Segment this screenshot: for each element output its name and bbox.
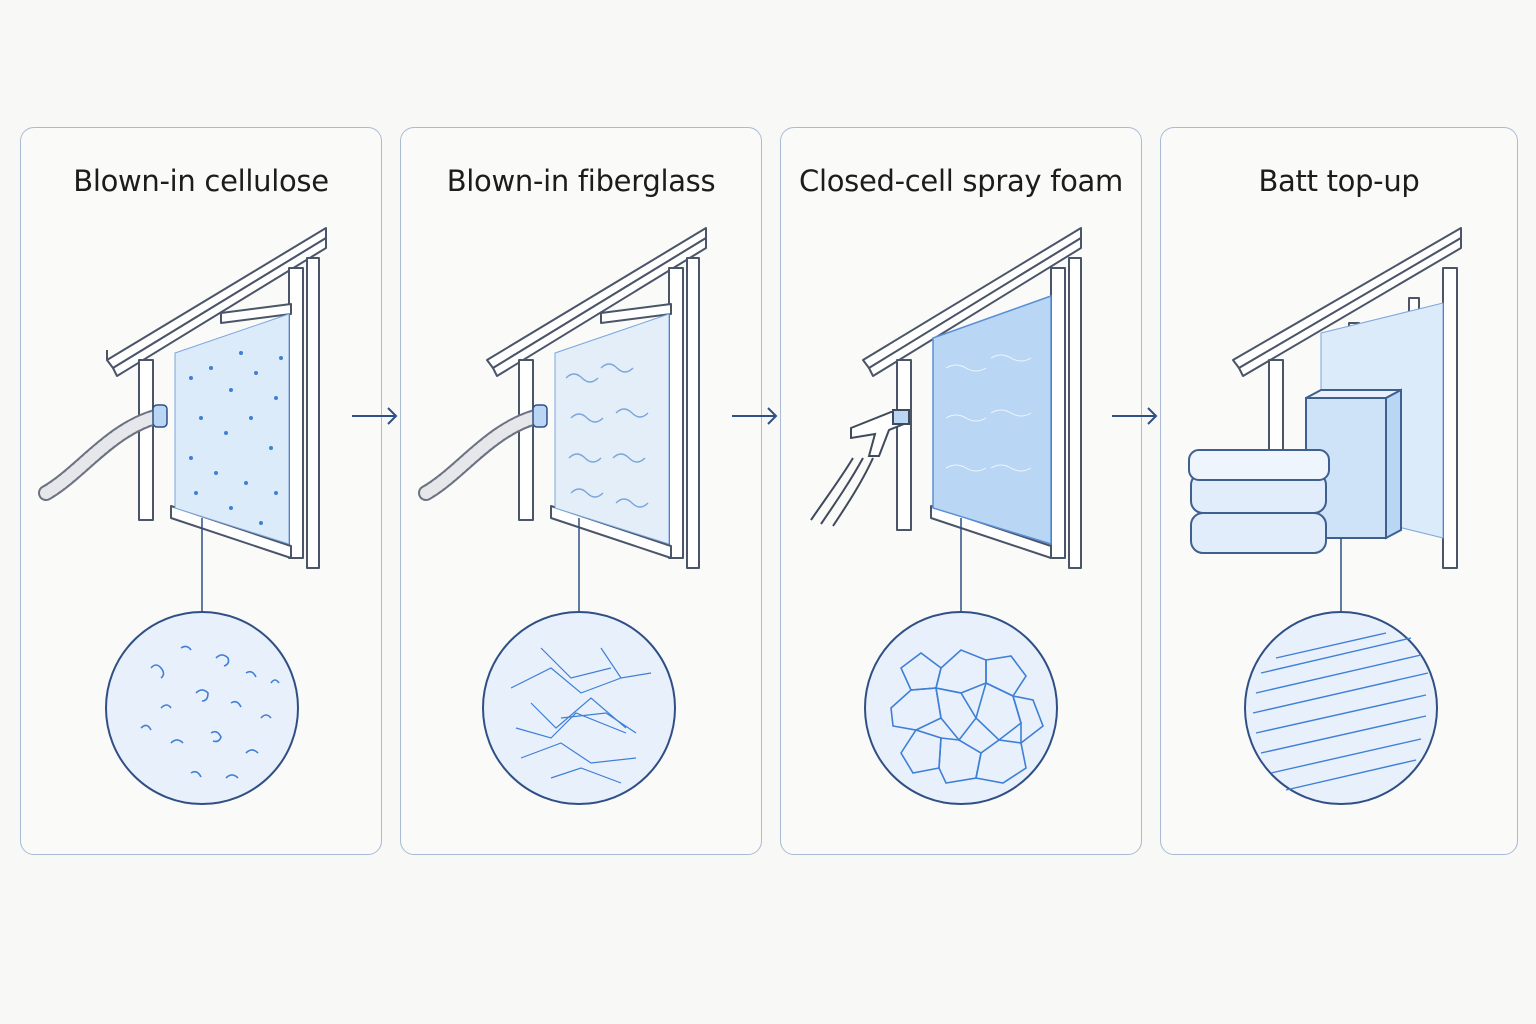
wall-cavity-illustration [418, 227, 707, 805]
wall-cavity-illustration [38, 227, 327, 805]
wall-cavity-illustration [1188, 227, 1462, 805]
panel-batt: Batt top-up [1160, 127, 1518, 855]
foam-cell-texture-icon [864, 611, 1058, 805]
panel-title: Batt top-up [1258, 164, 1420, 198]
arrow-right-icon [1112, 407, 1158, 425]
panel-fiberglass: Blown-in fiberglass [400, 127, 762, 855]
panel-cellulose: Blown-in cellulose [20, 127, 382, 855]
panel-title: Blown-in cellulose [73, 164, 329, 198]
cellulose-fill-specks [189, 351, 283, 525]
panel-title: Closed-cell spray foam [799, 164, 1123, 198]
batt-fiber-texture-icon [1244, 611, 1438, 805]
panel-title: Blown-in fiberglass [446, 164, 716, 198]
panel-spray-foam: Closed-cell spray foam [780, 127, 1142, 855]
arrow-right-icon [732, 407, 778, 425]
arrow-right-icon [352, 407, 398, 425]
cellulose-texture-icon [105, 611, 299, 805]
wall-cavity-illustration [810, 227, 1082, 805]
